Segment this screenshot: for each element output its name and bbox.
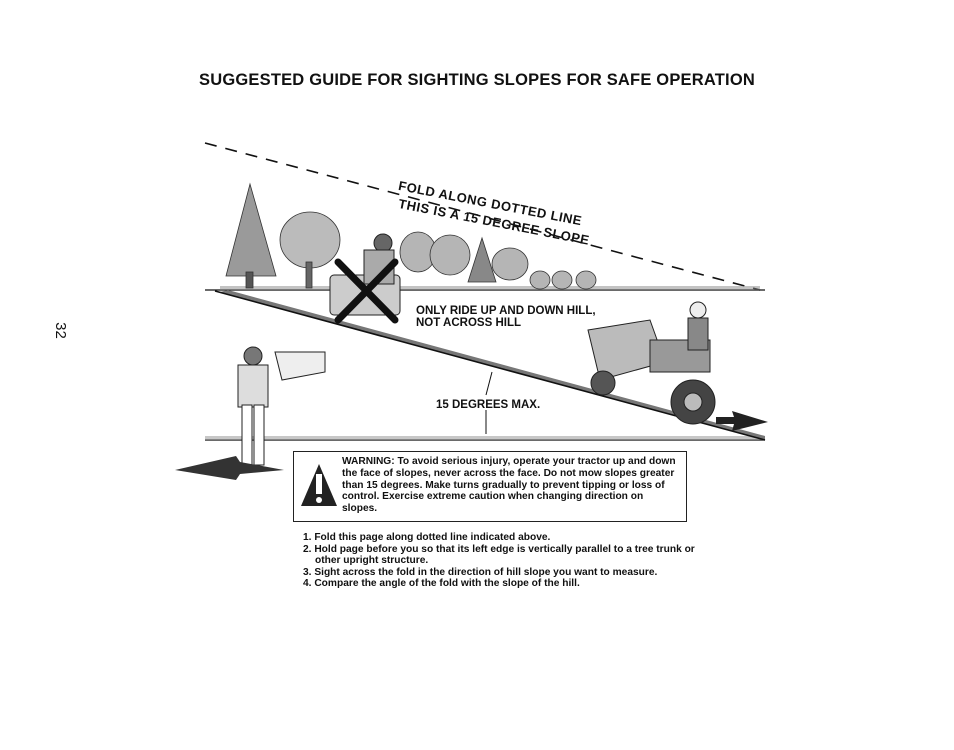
- tractor-across-hill-icon: [329, 233, 401, 316]
- instruction-step: 4. Compare the angle of the fold with th…: [303, 578, 580, 590]
- instruction-list: 1. Fold this page along dotted line indi…: [303, 532, 703, 590]
- page-title: SUGGESTED GUIDE FOR SIGHTING SLOPES FOR …: [199, 71, 755, 89]
- uphill-arrow-icon: [716, 411, 768, 431]
- tree-cluster-left: [279, 211, 341, 289]
- instruction-step: 1. Fold this page along dotted line indi…: [303, 532, 551, 543]
- warning-triangle-icon: [301, 464, 337, 506]
- instruction-step: 2. Hold page before you so that its left…: [303, 543, 695, 567]
- fold-dotted-line: [204, 142, 761, 291]
- slope-line: [214, 290, 766, 441]
- person-sighting-icon: [237, 346, 326, 466]
- tree-cluster-right: [399, 231, 597, 290]
- warning-box: WARNING: To avoid serious injury, operat…: [293, 451, 687, 522]
- warning-text: WARNING: To avoid serious injury, operat…: [342, 456, 676, 515]
- shadow-arrow-icon: [175, 456, 284, 480]
- prohibited-x-icon: [334, 258, 399, 324]
- bottom-grass: [205, 436, 765, 440]
- pine-tree-icon: [225, 182, 277, 289]
- ride-instruction-label: ONLY RIDE UP AND DOWN HILL, NOT ACROSS H…: [416, 305, 596, 329]
- tractor-up-hill-icon: [587, 301, 716, 425]
- instruction-step: 3. Sight across the fold in the directio…: [303, 566, 658, 578]
- horizon-grass: [220, 286, 760, 290]
- angle-pointer-upper: [485, 371, 493, 396]
- angle-max-label: 15 DEGREES MAX.: [436, 399, 541, 411]
